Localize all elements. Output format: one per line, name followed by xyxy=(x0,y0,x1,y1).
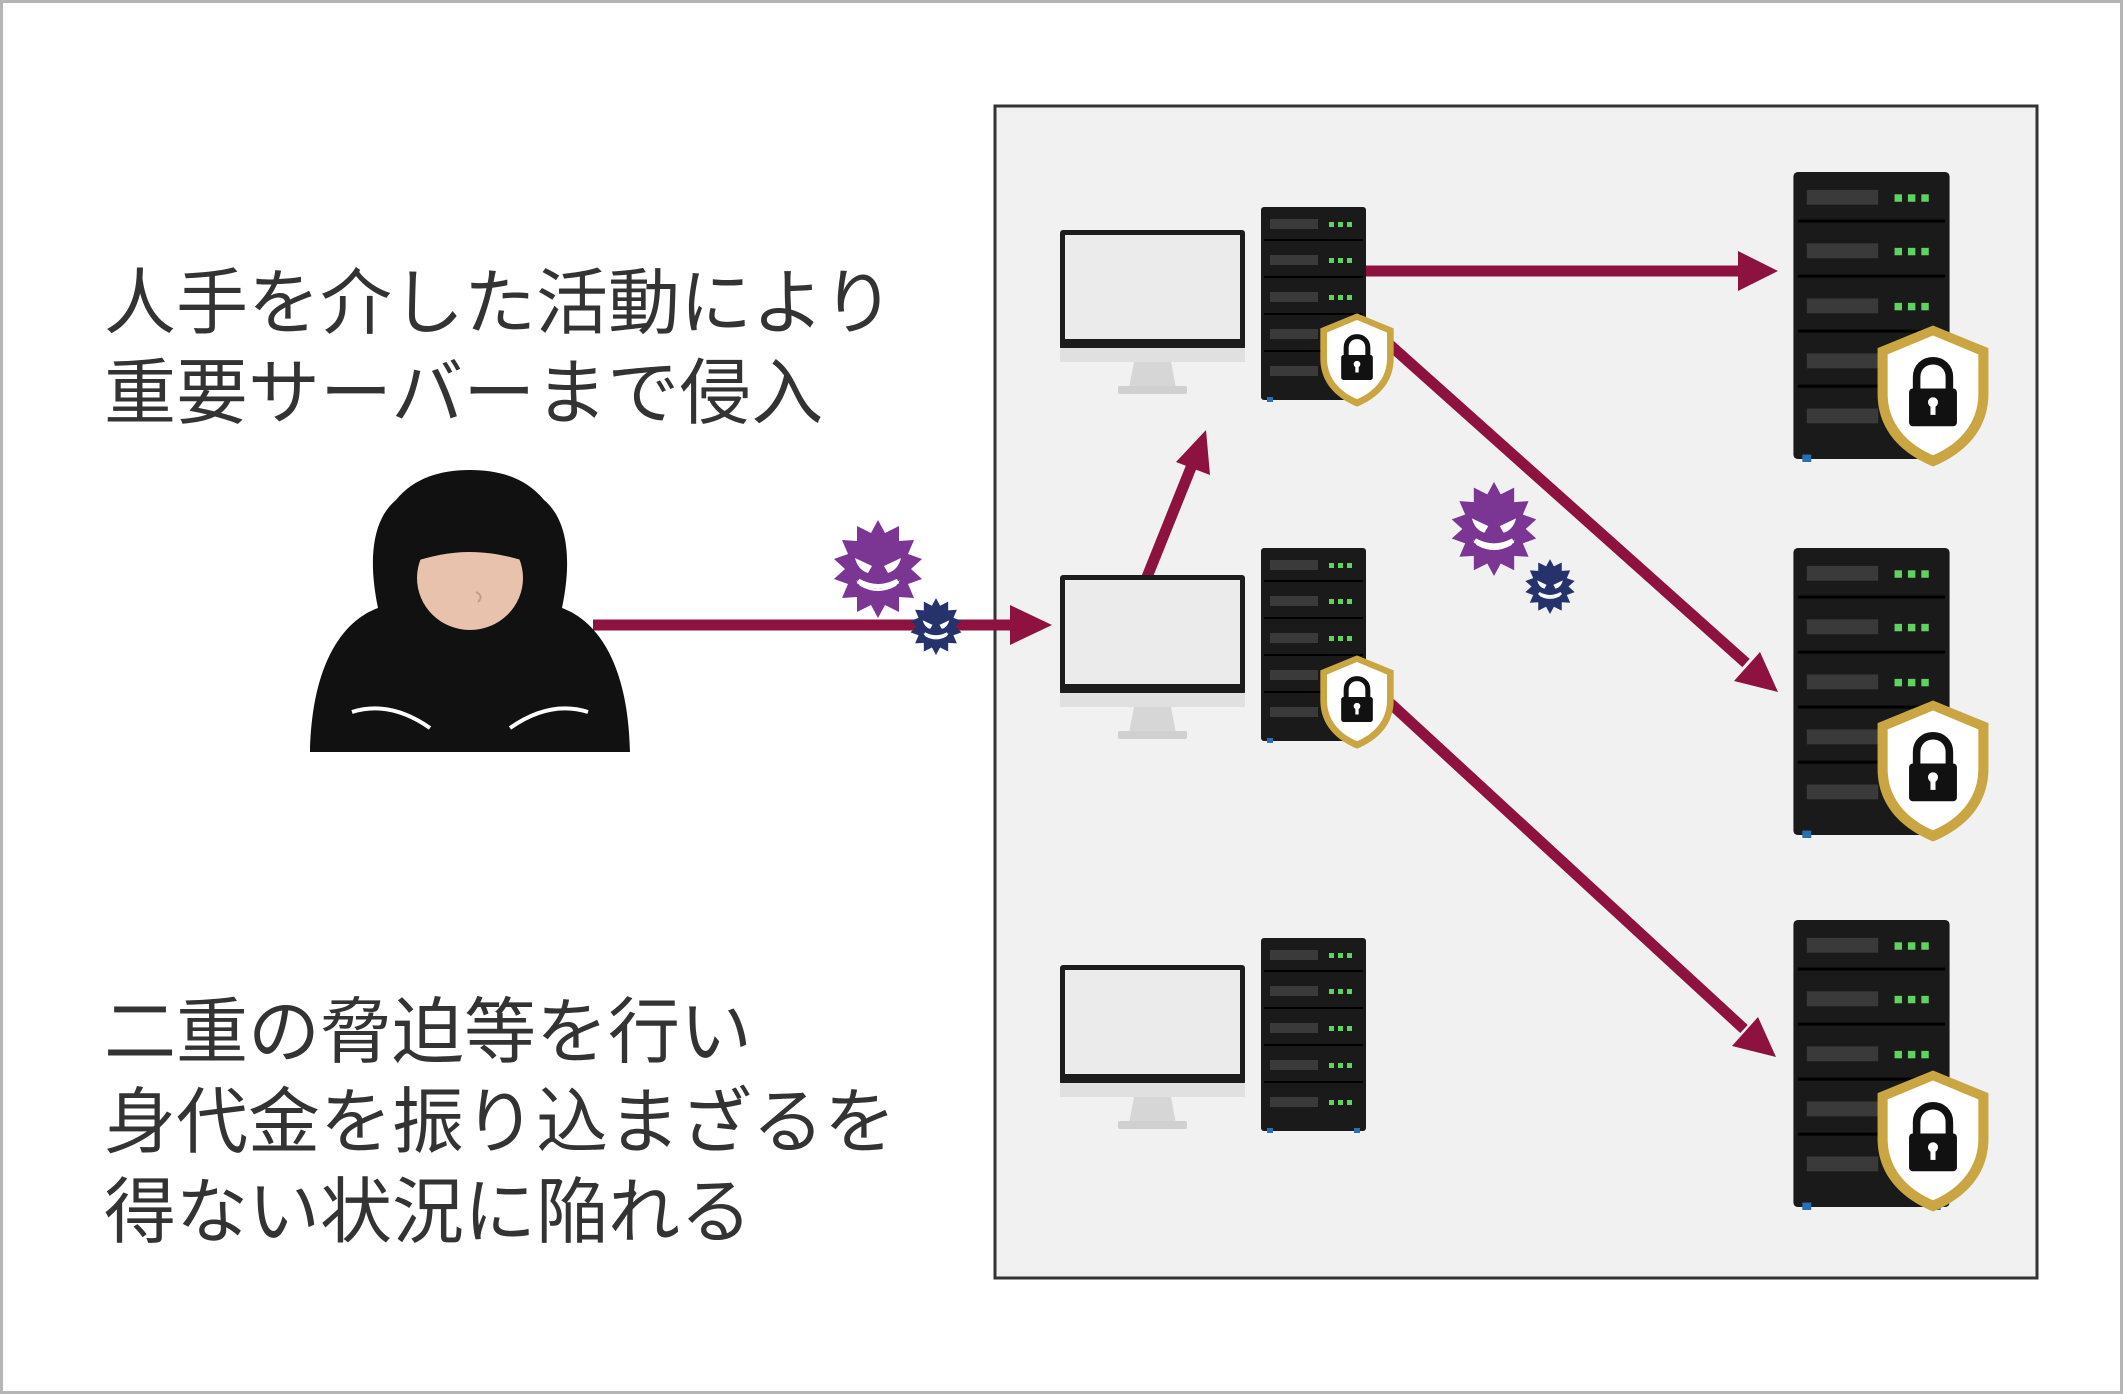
caption-intrusion-line-2: 重要サーバーまで侵入 xyxy=(104,351,824,435)
arrow-server-to-mid-server xyxy=(1386,340,1750,668)
arrow-server-to-mid-server-head xyxy=(1734,652,1778,692)
hooded-attacker-icon xyxy=(310,470,630,752)
arrow-server-to-top-server-head xyxy=(1738,251,1778,291)
virus-icon xyxy=(834,520,922,618)
arrow-attacker-to-pc-head xyxy=(1010,605,1052,645)
caption-intrusion: 人手を介した活動により 重要サーバーまで侵入 xyxy=(104,258,895,438)
caption-extortion-line-2: 身代金を振り込まざるを xyxy=(104,1080,897,1164)
arrow-pc-to-pc-head xyxy=(1176,430,1210,475)
caption-extortion-line-1: 二重の脅迫等を行い xyxy=(104,990,753,1074)
caption-extortion-line-3: 得ない状況に陥れる xyxy=(104,1170,753,1254)
caption-intrusion-line-1: 人手を介した活動により xyxy=(104,261,895,345)
arrow-pc-to-pc xyxy=(1141,462,1198,580)
virus-icon xyxy=(909,597,963,655)
arrow-server-to-bottom-server-head xyxy=(1732,1017,1776,1057)
server-rack-icon xyxy=(1261,938,1366,1133)
arrow-server-to-bottom-server xyxy=(1386,698,1748,1034)
caption-extortion: 二重の脅迫等を行い 身代金を振り込まざるを 得ない状況に陥れる xyxy=(104,987,896,1257)
